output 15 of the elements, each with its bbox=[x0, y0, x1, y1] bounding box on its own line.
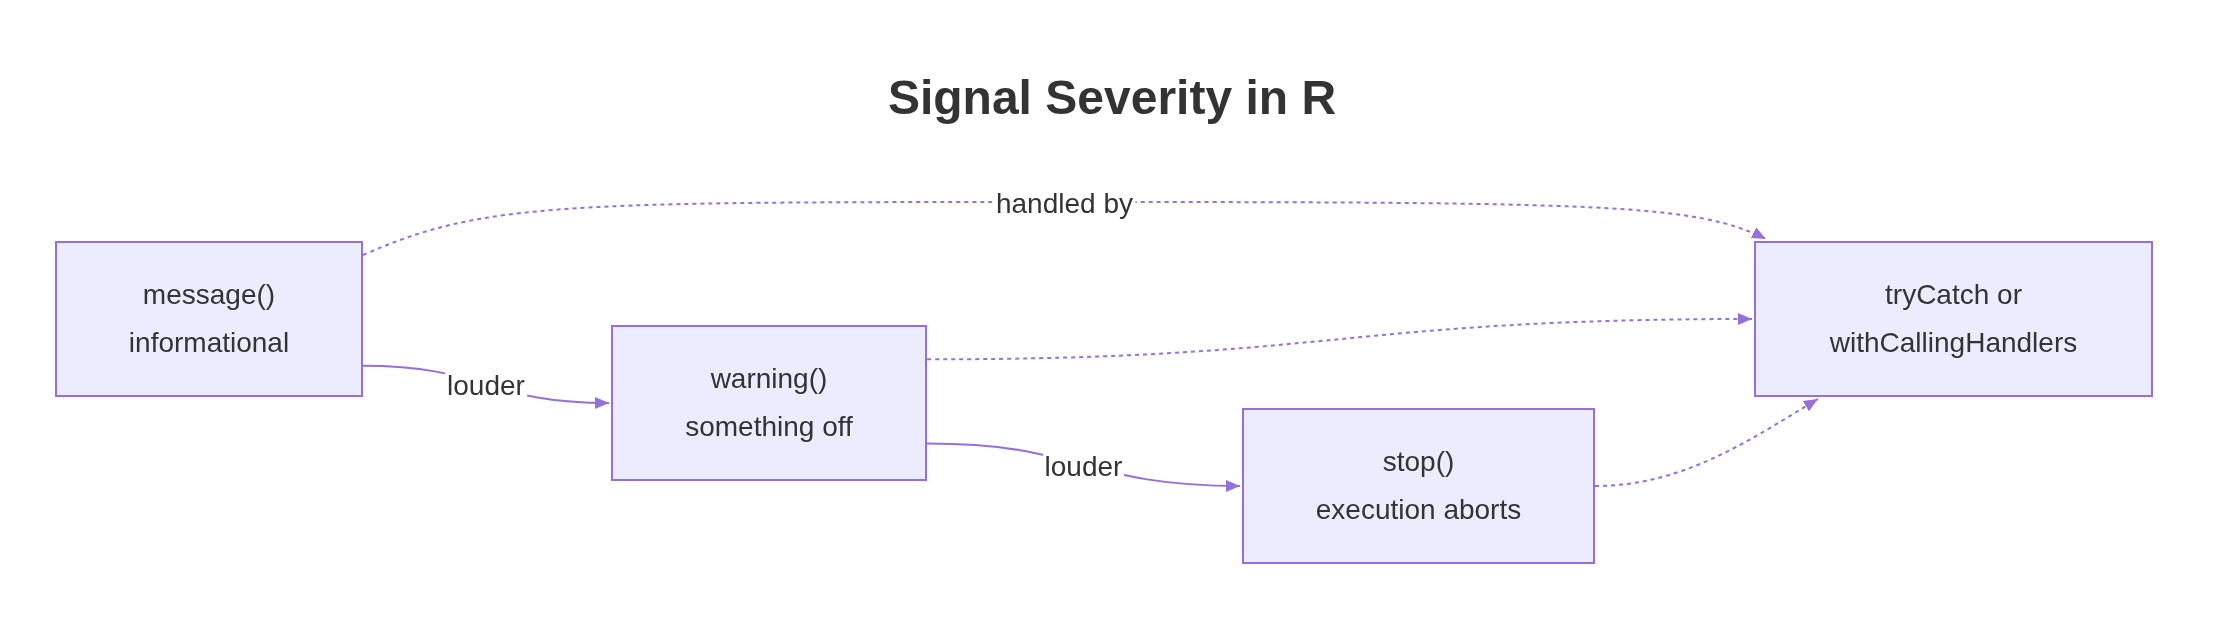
box-text: something off bbox=[685, 410, 853, 444]
process-box bbox=[55, 241, 363, 397]
process-box bbox=[1242, 408, 1595, 564]
box-text: execution aborts bbox=[1315, 493, 1522, 527]
arrow bbox=[1594, 398, 1819, 487]
box-text: tryCatch or withCallingHandlers bbox=[1828, 278, 2079, 360]
box-text: message() bbox=[142, 278, 276, 312]
box-text: stop() bbox=[1382, 445, 1455, 479]
box-text: informational bbox=[128, 326, 290, 360]
arrow bbox=[926, 313, 1753, 361]
process-box bbox=[1754, 241, 2153, 397]
box-text: warning() bbox=[710, 362, 828, 396]
process-box bbox=[611, 325, 927, 481]
diagram-title: Signal Severity in R bbox=[886, 70, 1338, 126]
arrow bbox=[362, 201, 1767, 257]
